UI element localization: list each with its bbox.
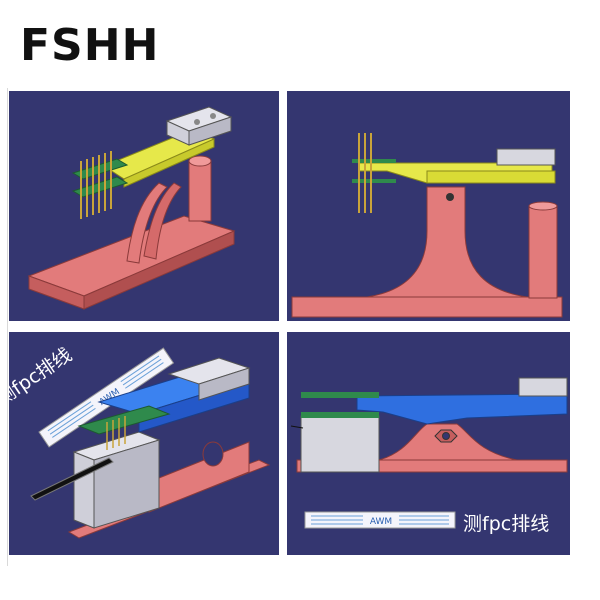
panel-side-fpc-view: AWM 测fpc排线 <box>287 332 570 555</box>
panel-isometric-fpc-view: AWM 测fpc排线 <box>9 332 279 555</box>
fixture-side-drawing <box>291 133 563 318</box>
fixture-side-fpc-drawing: AWM <box>290 377 568 529</box>
fixture-isometric-drawing <box>27 106 236 310</box>
brand-title: FSHH <box>20 20 160 71</box>
fpc-caption-side: 测fpc排线 <box>463 513 550 535</box>
panel-isometric-view <box>9 91 279 321</box>
figure-frame <box>7 88 595 566</box>
fixture-isometric-fpc-drawing: AWM <box>30 347 271 539</box>
fpc-cable-label-side: AWM <box>370 517 392 527</box>
panel-side-view <box>287 91 570 321</box>
